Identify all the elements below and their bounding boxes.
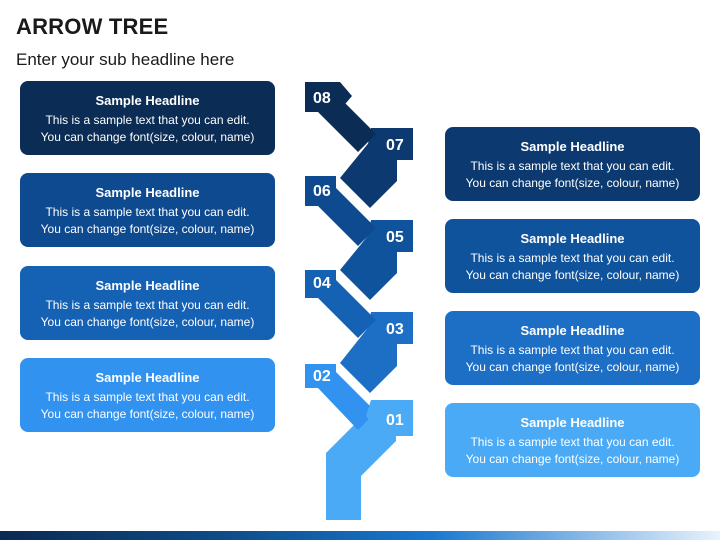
card-text-line-2: You can change font(size, colour, name) [40, 315, 255, 329]
card-text-line-1: This is a sample text that you can edit. [470, 159, 675, 173]
arrow-07-head [368, 128, 413, 160]
card-text-line-1: This is a sample text that you can edit. [470, 435, 675, 449]
card-text-line-1: This is a sample text that you can edit. [45, 390, 250, 404]
arrow-03-head [368, 312, 413, 344]
card-headline: Sample Headline [95, 93, 200, 108]
card-text-line-2: You can change font(size, colour, name) [40, 222, 255, 236]
arrow-04 [305, 270, 376, 338]
step-number-06: 06 [313, 183, 331, 200]
card-text-line-2: You can change font(size, colour, name) [40, 407, 255, 421]
arrow-08-head [305, 82, 352, 110]
card-step-01: Sample Headline This is a sample text th… [445, 403, 700, 477]
footer-gradient-bar [0, 531, 720, 540]
step-number-02: 02 [313, 368, 331, 385]
card-headline: Sample Headline [95, 370, 200, 385]
card-headline: Sample Headline [95, 185, 200, 200]
page-subtitle: Enter your sub headline here [16, 50, 235, 69]
arrow-trunk [326, 408, 396, 520]
step-number-05: 05 [386, 229, 404, 246]
card-step-03: Sample Headline This is a sample text th… [445, 311, 700, 385]
page-title: ARROW TREE [16, 14, 169, 39]
arrow-06 [305, 176, 376, 246]
card-text-line-2: You can change font(size, colour, name) [40, 130, 255, 144]
arrow-02 [305, 364, 376, 430]
card-text-line-1: This is a sample text that you can edit. [45, 298, 250, 312]
card-text-line-2: You can change font(size, colour, name) [465, 268, 680, 282]
arrow-01 [366, 400, 413, 436]
card-text-line-2: You can change font(size, colour, name) [465, 360, 680, 374]
card-step-08: Sample Headline This is a sample text th… [20, 81, 275, 155]
card-step-07: Sample Headline This is a sample text th… [445, 127, 700, 201]
arrow-05-head [368, 220, 413, 252]
step-number-07: 07 [386, 137, 404, 154]
card-text-line-1: This is a sample text that you can edit. [45, 205, 250, 219]
card-text-line-1: This is a sample text that you can edit. [45, 113, 250, 127]
card-headline: Sample Headline [95, 278, 200, 293]
step-number-01: 01 [386, 412, 404, 429]
card-step-04: Sample Headline This is a sample text th… [20, 266, 275, 340]
card-headline: Sample Headline [520, 231, 625, 246]
step-number-03: 03 [386, 321, 404, 338]
card-step-02: Sample Headline This is a sample text th… [20, 358, 275, 432]
card-headline: Sample Headline [520, 415, 625, 430]
card-text-line-2: You can change font(size, colour, name) [465, 452, 680, 466]
card-headline: Sample Headline [520, 323, 625, 338]
card-text-line-1: This is a sample text that you can edit. [470, 343, 675, 357]
card-text-line-2: You can change font(size, colour, name) [465, 176, 680, 190]
step-number-04: 04 [313, 275, 331, 292]
card-step-06: Sample Headline This is a sample text th… [20, 173, 275, 247]
step-number-08: 08 [313, 90, 331, 107]
card-step-05: Sample Headline This is a sample text th… [445, 219, 700, 293]
card-text-line-1: This is a sample text that you can edit. [470, 251, 675, 265]
card-headline: Sample Headline [520, 139, 625, 154]
